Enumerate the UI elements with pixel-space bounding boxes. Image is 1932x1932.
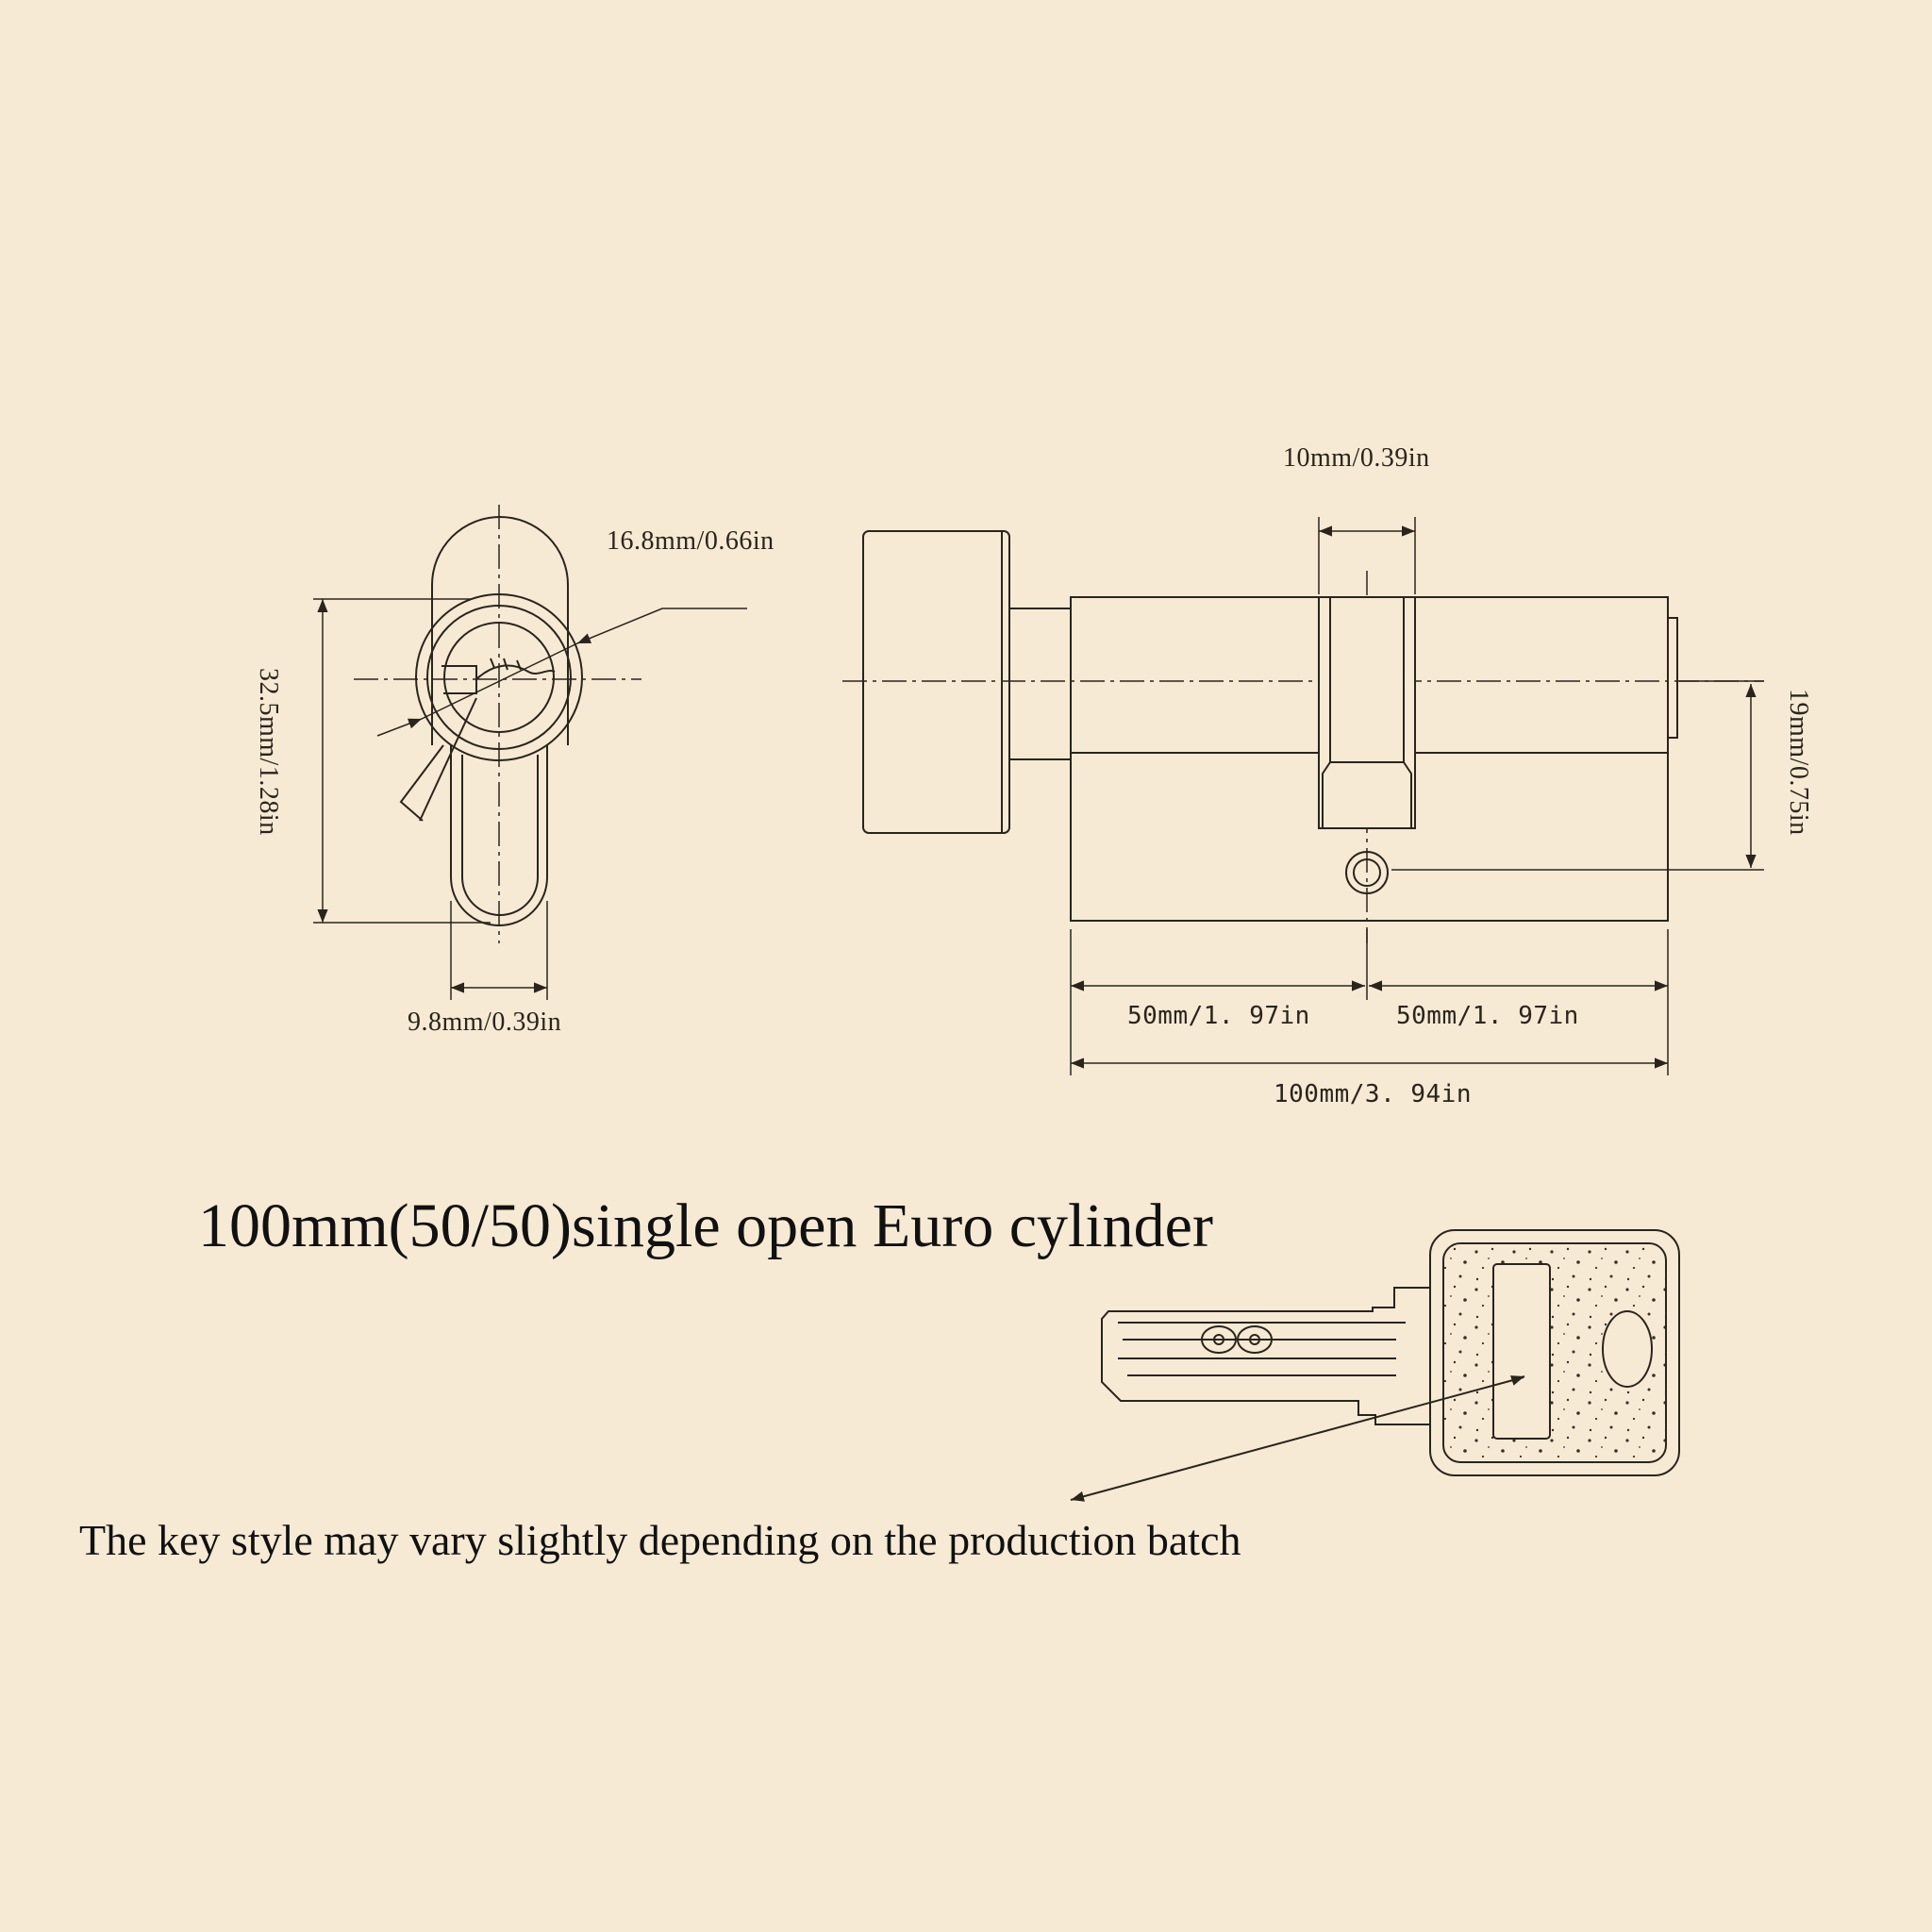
key-style-note: The key style may vary slightly dependin… bbox=[79, 1516, 1241, 1564]
profile-dimension-lines bbox=[313, 598, 747, 1000]
keyhole-diameter-label: 16.8mm/0.66in bbox=[607, 526, 774, 556]
cylinder-side-view bbox=[862, 530, 1678, 922]
right-half-length-label: 50mm/1. 97in bbox=[1396, 1002, 1579, 1030]
body-height-label: 19mm/0.75in bbox=[1784, 689, 1813, 836]
product-title: 100mm(50/50)single open Euro cylinder bbox=[198, 1191, 1213, 1260]
cam-width-label: 10mm/0.39in bbox=[1283, 443, 1430, 473]
left-half-length-label: 50mm/1. 97in bbox=[1127, 1002, 1310, 1030]
center-lines bbox=[354, 505, 1764, 943]
profile-bottom-width-label: 9.8mm/0.39in bbox=[408, 1008, 562, 1037]
key-illustration bbox=[1070, 1229, 1680, 1502]
side-dimension-lines bbox=[1070, 517, 1764, 1075]
profile-height-label: 32.5mm/1.28in bbox=[254, 668, 283, 836]
cylinder-profile-view bbox=[399, 516, 583, 926]
total-length-label: 100mm/3. 94in bbox=[1274, 1080, 1472, 1108]
